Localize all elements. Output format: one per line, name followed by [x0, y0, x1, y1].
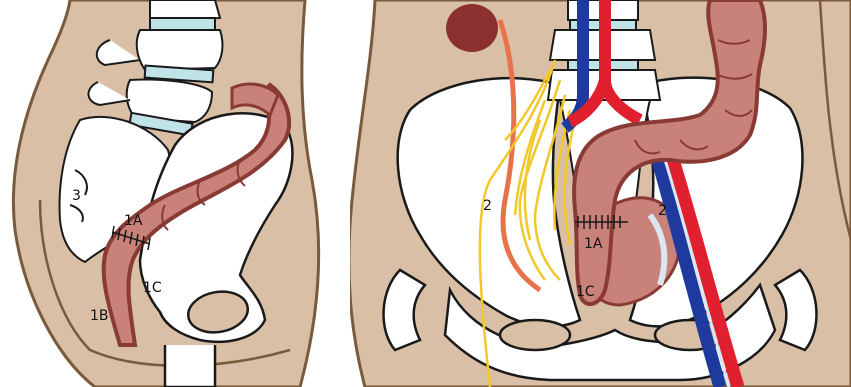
bladder	[446, 4, 498, 52]
right-panel-anterior-view: 2 2 1A 1C	[349, 0, 851, 387]
panel-divider	[328, 0, 350, 387]
label-right-1a: 1A	[584, 236, 603, 252]
label-right-2-left: 2	[483, 198, 492, 214]
label-left-1b: 1B	[90, 308, 109, 324]
label-left-1a: 1A	[124, 213, 143, 229]
label-3: 3	[72, 188, 81, 204]
label-right-2-right: 2	[658, 203, 667, 219]
label-right-1c: 1C	[576, 284, 595, 300]
label-left-1c: 1C	[143, 280, 162, 296]
